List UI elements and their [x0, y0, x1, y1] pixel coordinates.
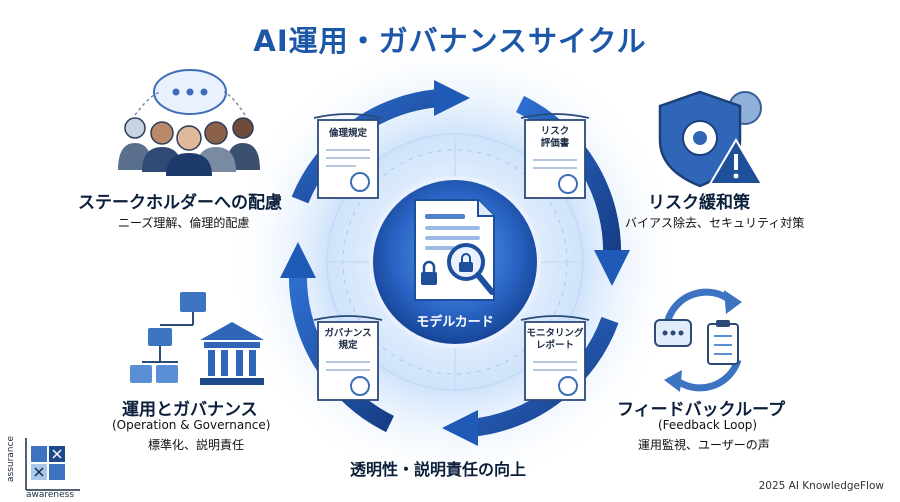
stakeholders-icon: [118, 69, 260, 176]
center-label: モデルカード: [416, 315, 494, 330]
doc-risk-label-line2: 評価書: [540, 138, 570, 149]
shield-gear-icon: [658, 90, 762, 188]
feedback-subtitle-en: (Feedback Loop): [658, 418, 758, 432]
logo-x-label: awareness: [26, 490, 75, 500]
doc-monitoring-label-line1: モニタリング: [526, 328, 584, 339]
feedback-subtitle: 運用監視、ユーザーの声: [638, 438, 770, 452]
doc-risk-label-line1: リスク: [540, 126, 570, 137]
stakeholder-subtitle: ニーズ理解、倫理的配慮: [118, 216, 250, 230]
risk-title: リスク緩和策: [648, 193, 750, 213]
risk-subtitle: バイアス除去、セキュリティ対策: [625, 216, 805, 230]
page-title: AI運用・ガバナンスサイクル: [253, 24, 647, 58]
doc-risk-assessment-icon: [520, 113, 590, 199]
stakeholder-title: ステークホルダーへの配慮: [78, 193, 282, 213]
footer-credit: 2025 AI KnowledgeFlow: [758, 480, 884, 492]
operation-subtitle: 標準化、説明責任: [148, 438, 245, 452]
doc-governance-label-line2: 規定: [338, 340, 358, 351]
feedback-loop-icon: [654, 288, 742, 392]
operation-title: 運用とガバナンス: [122, 400, 258, 420]
magnifier-lock-icon: [447, 243, 495, 295]
feedback-title: フィードバックループ: [617, 400, 786, 420]
warning-icon: [708, 138, 764, 185]
doc-ethics-label: 倫理規定: [328, 128, 367, 139]
awareness-assurance-logo: [25, 438, 80, 491]
transparency-title: 透明性・説明責任の向上: [350, 460, 527, 479]
doc-monitoring-label-line2: レポート: [535, 340, 574, 351]
org-chart-building-icon: [130, 292, 264, 385]
logo-y-label: assurance: [6, 435, 17, 483]
doc-governance-label-line1: ガバナンス: [324, 328, 372, 339]
operation-subtitle-en: (Operation & Governance): [112, 418, 271, 432]
doc-governance-icon: [313, 315, 383, 401]
doc-monitoring-report-icon: [520, 315, 590, 401]
doc-ethics-icon: [313, 113, 383, 199]
